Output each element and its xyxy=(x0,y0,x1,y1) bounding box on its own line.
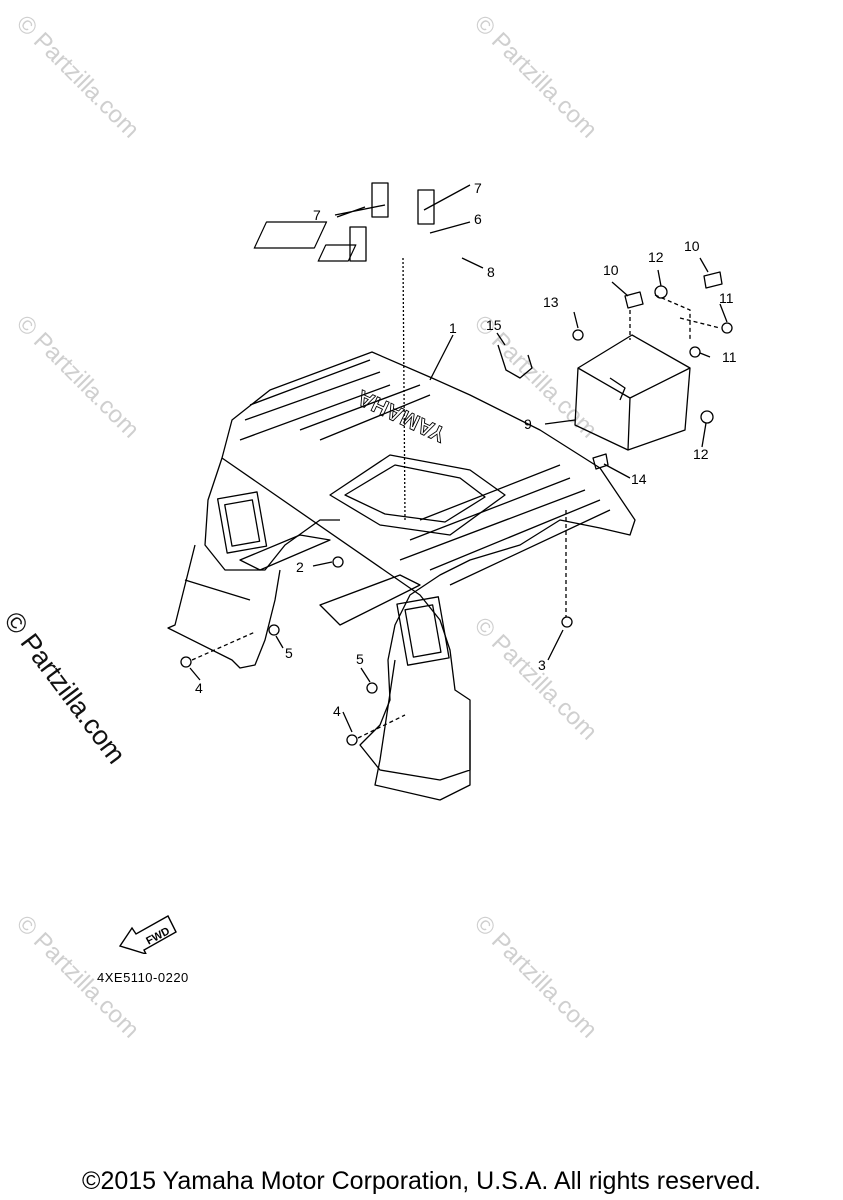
right-reflector xyxy=(396,596,450,666)
callout-5: 5 xyxy=(285,645,293,661)
callout-13: 13 xyxy=(543,294,559,310)
rear-fender xyxy=(221,351,636,781)
callout-3: 3 xyxy=(538,657,546,673)
bolt-4b xyxy=(346,734,358,746)
bolt-4a xyxy=(180,656,192,668)
callout-9: 9 xyxy=(524,416,532,432)
callout-4: 4 xyxy=(333,703,341,719)
callout-11: 11 xyxy=(722,349,737,365)
callout-15: 15 xyxy=(486,317,502,333)
callout-5: 5 xyxy=(356,651,364,667)
battery-box-9 xyxy=(574,334,691,451)
callout-10: 10 xyxy=(603,262,619,278)
nut-5a xyxy=(268,624,280,636)
callout-1: 1 xyxy=(449,320,457,336)
bolt-13 xyxy=(572,329,584,341)
nut-5b xyxy=(366,682,378,694)
left-reflector xyxy=(216,491,268,554)
clamp-10a xyxy=(624,291,644,309)
callout-4: 4 xyxy=(195,680,203,696)
pad-7a xyxy=(371,182,389,218)
callout-8: 8 xyxy=(487,264,495,280)
pad-7b xyxy=(417,189,435,225)
callout-10: 10 xyxy=(684,238,700,254)
callout-7: 7 xyxy=(313,207,321,223)
callout-14: 14 xyxy=(631,471,647,487)
callout-12: 12 xyxy=(693,446,709,462)
diagram-code: 4XE5110-0220 xyxy=(97,970,189,985)
pad-6 xyxy=(253,221,328,249)
pad-7c xyxy=(349,226,367,262)
clamp-14 xyxy=(592,453,609,470)
callout-7: 7 xyxy=(474,180,482,196)
washer-12b xyxy=(700,410,714,424)
bolt-3 xyxy=(561,616,573,628)
left-mud-flap xyxy=(167,544,281,669)
clamp-10b xyxy=(703,271,723,289)
bolt-11b xyxy=(689,346,701,358)
center-tray xyxy=(329,454,506,536)
callout-11: 11 xyxy=(719,290,734,306)
forward-arrow-icon: FWD xyxy=(118,910,180,959)
callout-6: 6 xyxy=(474,211,482,227)
clip-15 xyxy=(497,344,533,379)
pad-8 xyxy=(317,244,357,262)
bolt-11a xyxy=(721,322,733,334)
bolt-2 xyxy=(332,556,344,568)
copyright: ©2015 Yamaha Motor Corporation, U.S.A. A… xyxy=(82,1167,761,1195)
callout-2: 2 xyxy=(296,559,304,575)
right-mud-flap xyxy=(374,659,471,801)
callout-12: 12 xyxy=(648,249,664,265)
fender-brand-text: YAMAHA xyxy=(353,385,449,448)
